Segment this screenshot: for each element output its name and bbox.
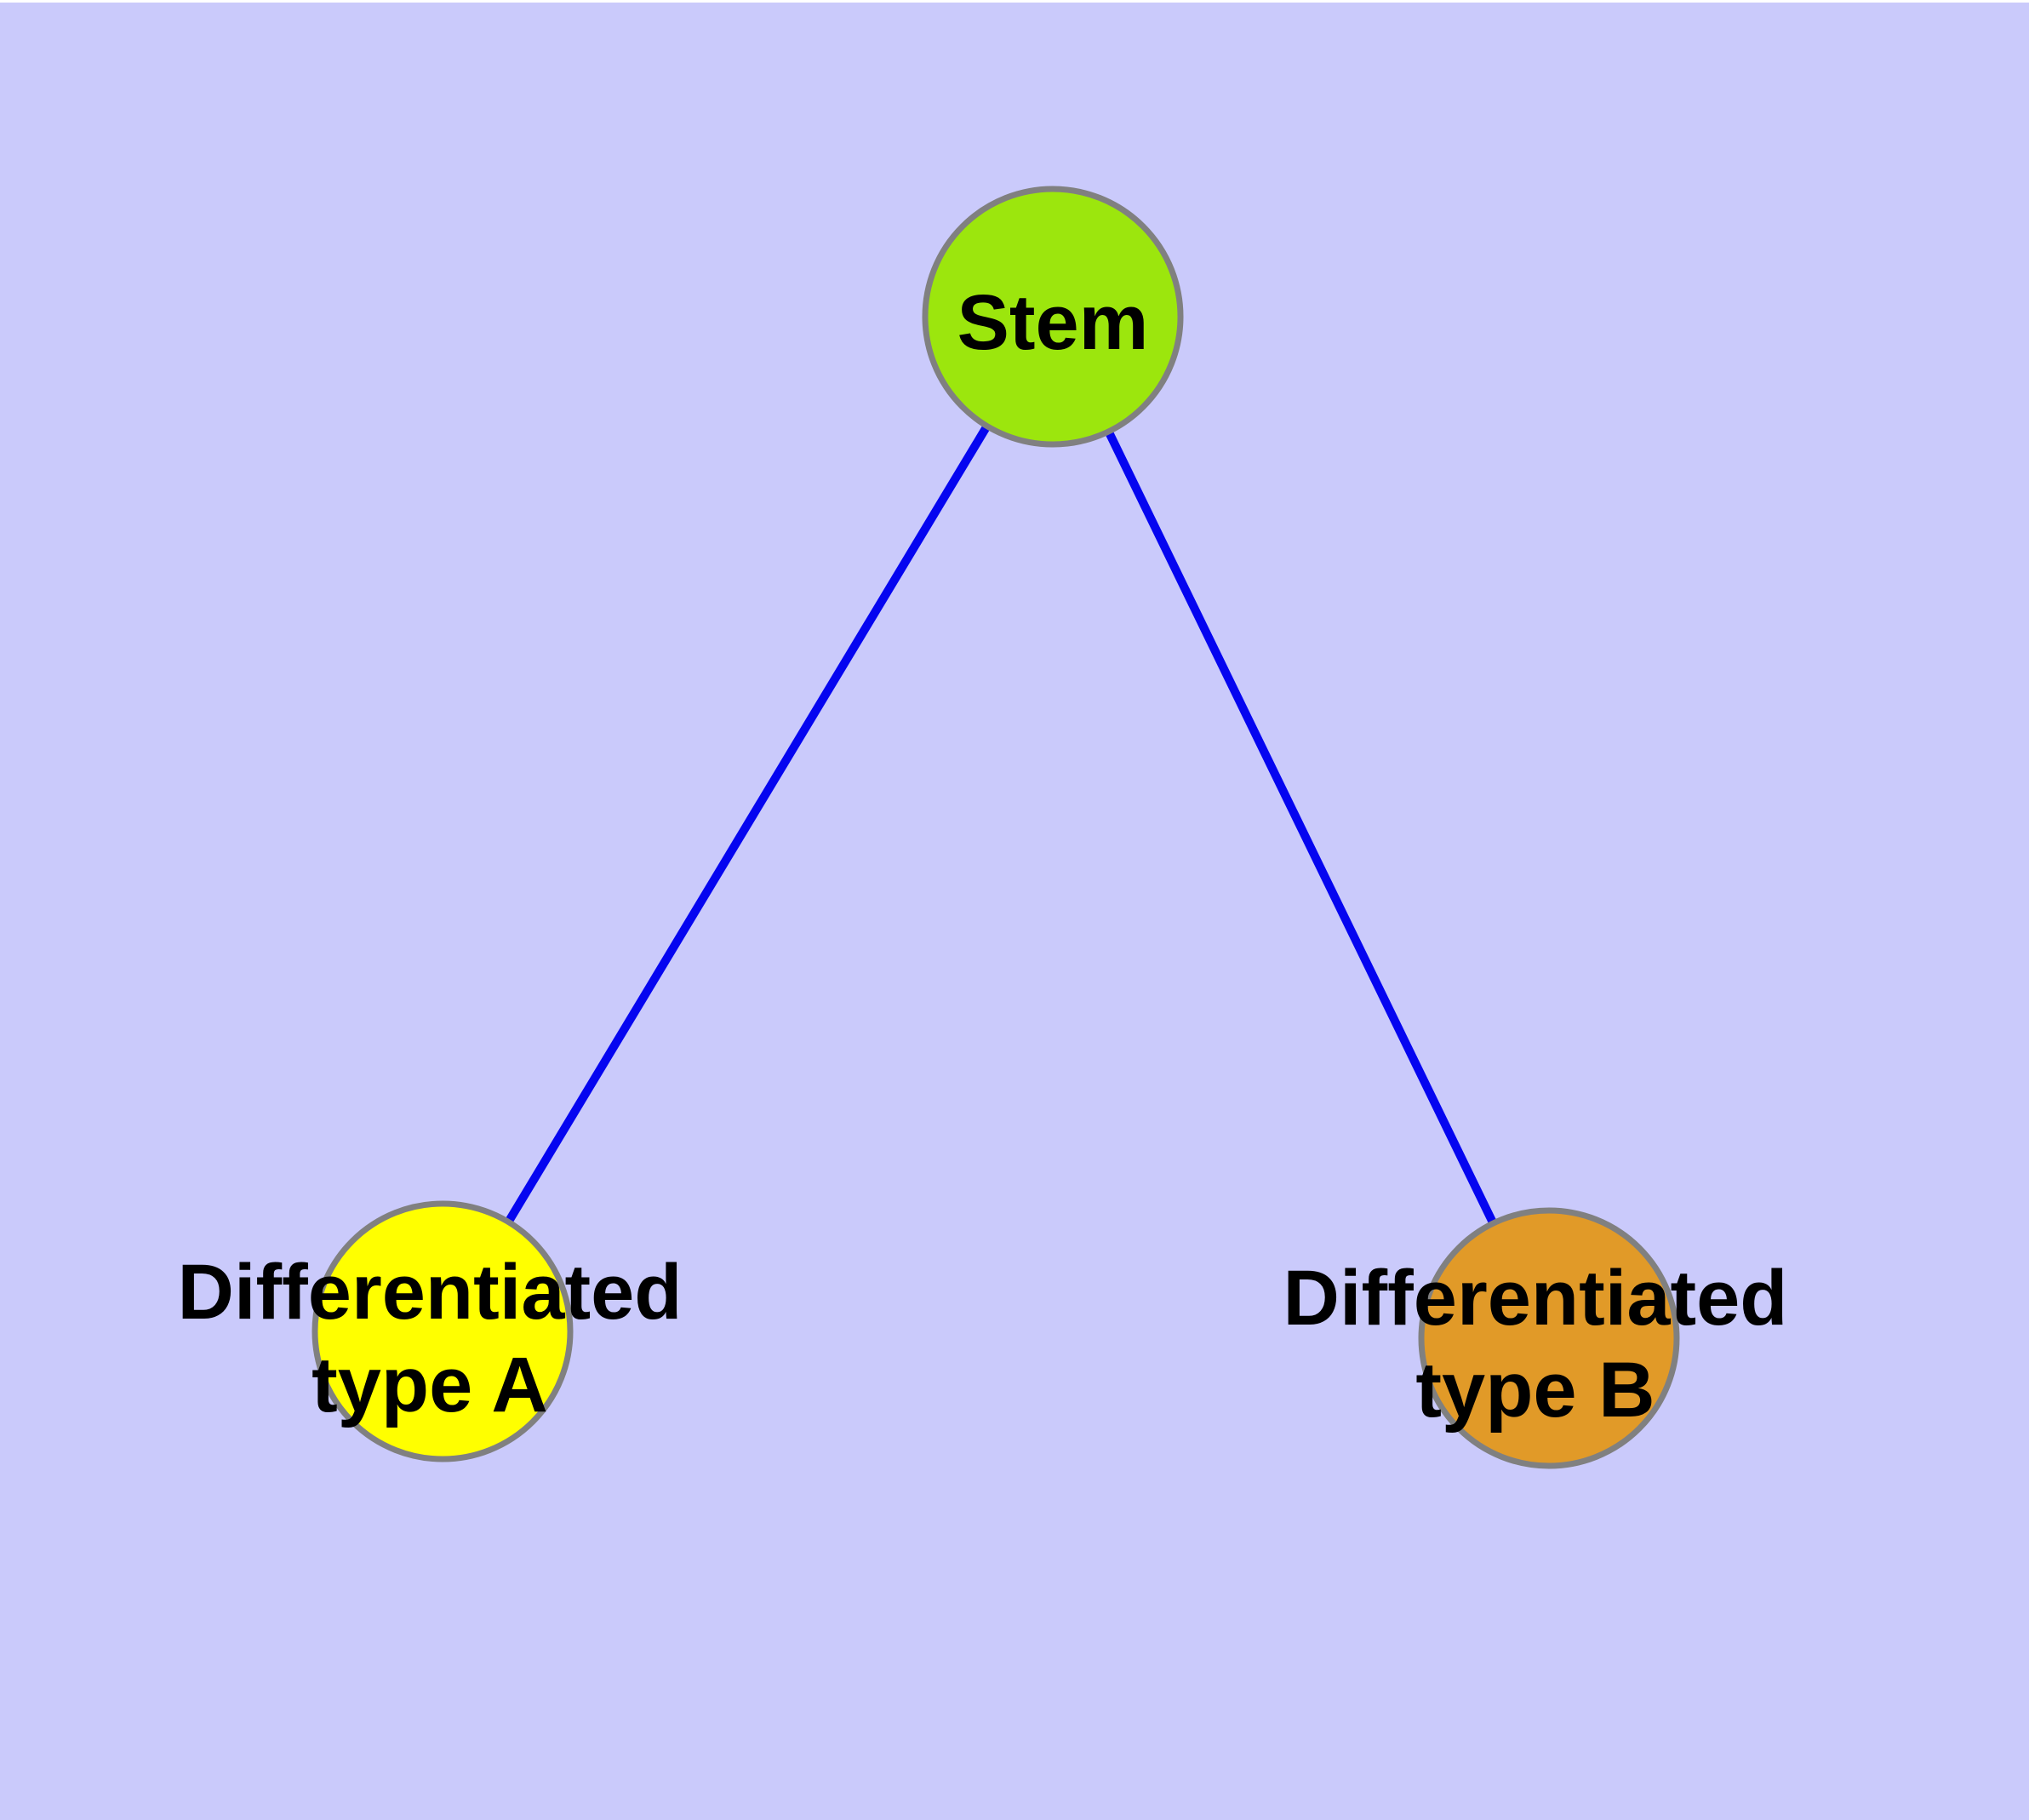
node-stem (922, 186, 1184, 448)
node-stem-label: Stem (957, 279, 1149, 366)
node-type-a-label-line1: Differentiated (178, 1249, 683, 1336)
node-type-b-label-line2: type B (1415, 1347, 1655, 1434)
node-type-b-label-line1: Differentiated (1283, 1255, 1788, 1342)
node-differentiated-type-b (1418, 1207, 1680, 1469)
node-type-a-label-line2: type A (311, 1342, 548, 1428)
edge-stem-to-type-a (438, 314, 1057, 1334)
node-differentiated-type-a (311, 1200, 574, 1462)
edge-stem-to-type-b (1049, 314, 1553, 1341)
